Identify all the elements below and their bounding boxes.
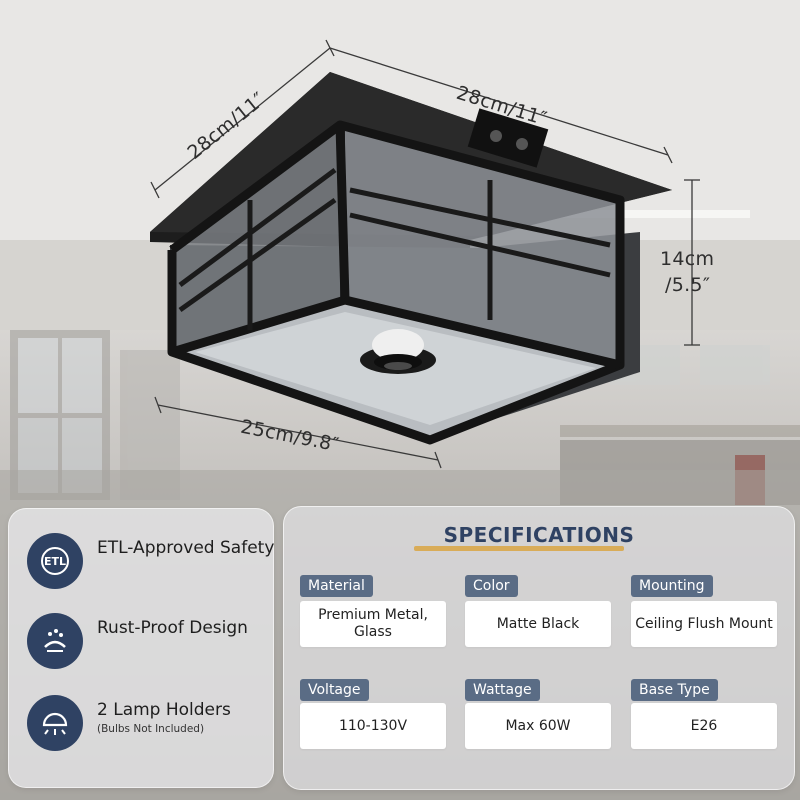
feature-lamp-holders-title: 2 Lamp Holders	[97, 700, 231, 720]
dimension-height-cm-label: 14cm	[660, 248, 715, 270]
spec-value-wattage: Max 60W	[465, 703, 611, 749]
spec-value-base-type: E26	[631, 703, 777, 749]
feature-rust-proof-title: Rust-Proof Design	[97, 618, 248, 638]
background-window-left	[10, 330, 180, 500]
svg-text:ETL: ETL	[44, 555, 66, 568]
etl-certification-icon: ETL	[27, 533, 83, 589]
dimension-lines	[150, 39, 700, 469]
specifications-panel: SPECIFICATIONS Material Premium Metal, G…	[283, 506, 795, 790]
spec-label-voltage: Voltage	[300, 679, 369, 701]
spec-label-wattage: Wattage	[465, 679, 540, 701]
features-panel: ETL ETL-Approved Safety Rust-Proof Desig…	[8, 508, 274, 788]
spec-label-mounting: Mounting	[631, 575, 713, 597]
specifications-title: SPECIFICATIONS	[443, 523, 635, 547]
spec-label-material: Material	[300, 575, 373, 597]
feature-etl-title: ETL-Approved Safety	[97, 538, 275, 558]
specifications-underline	[414, 546, 624, 551]
feature-lamp-holders-note: (Bulbs Not Included)	[97, 723, 205, 735]
feature-lamp-holders: 2 Lamp Holders (Bulbs Not Included)	[27, 695, 272, 765]
dimension-height-in-label: /5.5″	[665, 274, 711, 296]
lamp-holder-icon	[27, 695, 83, 751]
feature-etl: ETL ETL-Approved Safety	[27, 533, 274, 603]
feature-rust-proof: Rust-Proof Design	[27, 613, 272, 683]
spec-label-base-type: Base Type	[631, 679, 718, 701]
spec-value-mounting: Ceiling Flush Mount	[631, 601, 777, 647]
spec-value-voltage: 110-130V	[300, 703, 446, 749]
spec-label-color: Color	[465, 575, 518, 597]
spec-value-material: Premium Metal, Glass	[300, 601, 446, 647]
spec-value-color: Matte Black	[465, 601, 611, 647]
rust-proof-icon	[27, 613, 83, 669]
ceiling-light-fixture	[150, 72, 672, 445]
